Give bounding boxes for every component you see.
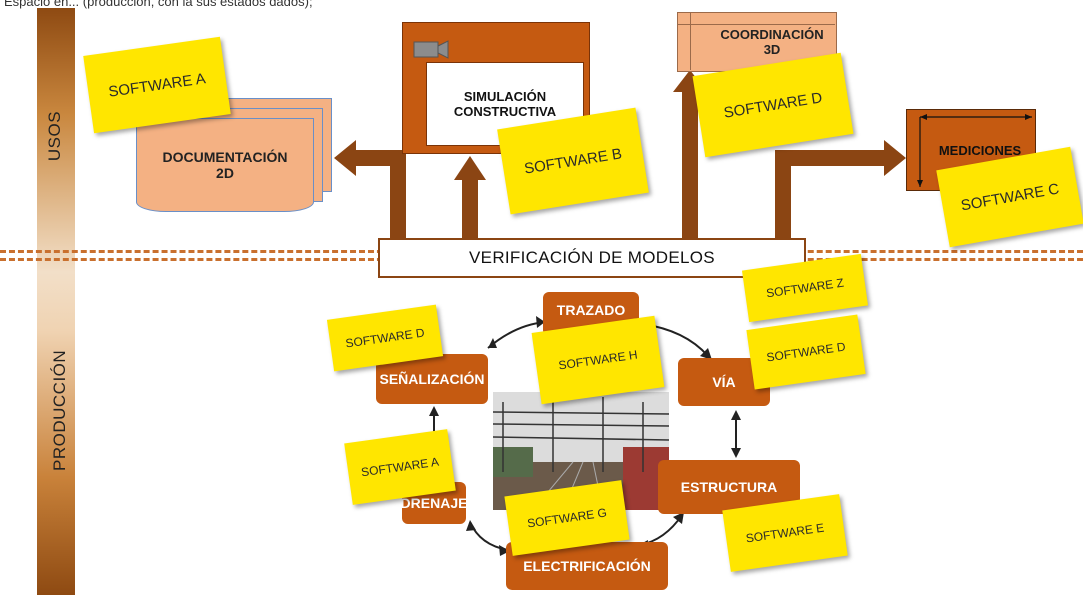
caption-text: Espacio en... (producción, con la sus es… bbox=[4, 0, 313, 9]
mediciones-dimension-lines bbox=[917, 114, 1032, 187]
estructura-label: ESTRUCTURA bbox=[680, 479, 778, 495]
sticky-label: SOFTWARE C bbox=[959, 179, 1061, 215]
cycle-arrow-4 bbox=[639, 514, 683, 546]
video-camera-icon bbox=[413, 40, 449, 59]
coordinacion-box: COORDINACIÓN 3D bbox=[677, 12, 837, 72]
coordinacion-gridline-h bbox=[677, 24, 835, 25]
coordinacion-label: COORDINACIÓN 3D bbox=[720, 27, 824, 57]
via-label: VÍA bbox=[712, 374, 736, 390]
electrificacion-box: ELECTRIFICACIÓN bbox=[506, 542, 668, 590]
sticky-label: SOFTWARE A bbox=[107, 69, 207, 101]
cycle-arrow-5 bbox=[469, 521, 509, 551]
arrow-sim-head bbox=[454, 156, 486, 180]
sticky-label: SOFTWARE D bbox=[765, 339, 847, 365]
sticky-label: SOFTWARE G bbox=[526, 505, 608, 531]
mediciones-label: MEDICIONES bbox=[938, 142, 1022, 158]
trazado-label: TRAZADO bbox=[556, 302, 626, 318]
documentacion-box: DOCUMENTACIÓN 2D bbox=[136, 118, 314, 212]
arrow-doc-head bbox=[334, 140, 356, 176]
verificacion-box: VERIFICACIÓN DE MODELOS bbox=[378, 238, 806, 278]
sticky-label: SOFTWARE H bbox=[557, 347, 639, 373]
arrow-sim-shaft bbox=[462, 178, 478, 245]
sticky-label: SOFTWARE B bbox=[522, 144, 624, 178]
documentacion-label: DOCUMENTACIÓN 2D bbox=[162, 149, 288, 181]
sticky-label: SOFTWARE D bbox=[344, 325, 426, 351]
arrow-med-head bbox=[884, 140, 906, 176]
verificacion-label: VERIFICACIÓN DE MODELOS bbox=[469, 248, 715, 267]
electrificacion-label: ELECTRIFICACIÓN bbox=[523, 558, 651, 574]
arrow-coord-shaft bbox=[682, 88, 698, 245]
coordinacion-gridline-v bbox=[690, 12, 691, 70]
arrow-doc-vertical bbox=[390, 150, 406, 245]
sticky-label: SOFTWARE E bbox=[744, 520, 826, 546]
arrow-med-horizontal bbox=[775, 150, 887, 166]
sticky-label: SOFTWARE D bbox=[722, 88, 824, 122]
phase-sidebar bbox=[37, 8, 75, 595]
senalizacion-label: SEÑALIZACIÓN bbox=[379, 371, 485, 387]
sticky-label: SOFTWARE Z bbox=[765, 275, 845, 301]
sticky-label: SOFTWARE A bbox=[360, 454, 440, 480]
simulacion-label: SIMULACIÓN CONSTRUCTIVA bbox=[453, 89, 557, 119]
drenaje-label: DRENAJE bbox=[400, 495, 468, 511]
arrow-med-vertical bbox=[775, 150, 791, 245]
